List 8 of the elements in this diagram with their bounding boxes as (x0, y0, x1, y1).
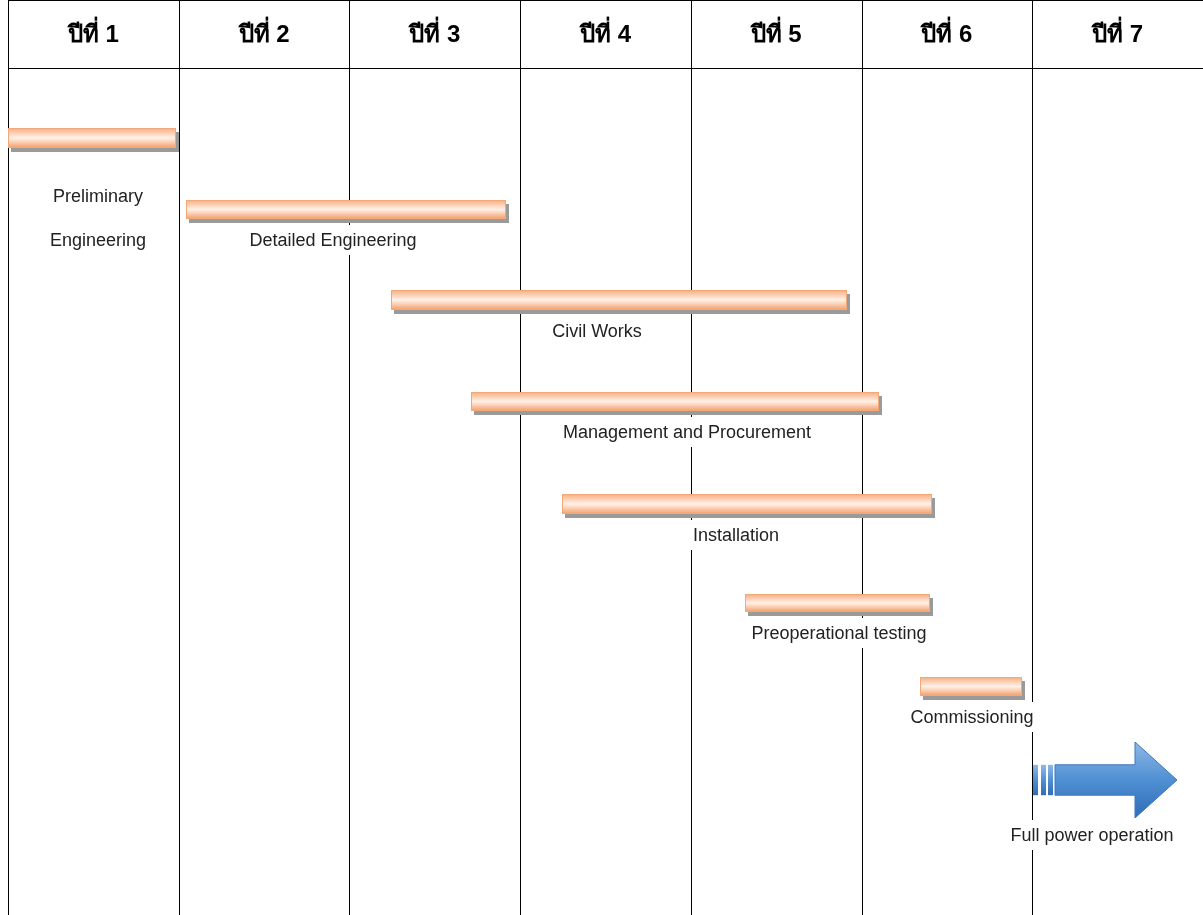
year-header: ปีที่ 5 (710, 0, 842, 68)
year-header: ปีที่ 3 (369, 0, 501, 68)
year-header: ปีที่ 6 (881, 0, 1013, 68)
year-header: ปีที่ 1 (28, 0, 159, 68)
year-header: ปีที่ 2 (198, 0, 330, 68)
year-header: ปีที่ 4 (540, 0, 671, 68)
block-arrow (1033, 742, 1177, 818)
year-header: ปีที่ 7 (1052, 0, 1183, 68)
